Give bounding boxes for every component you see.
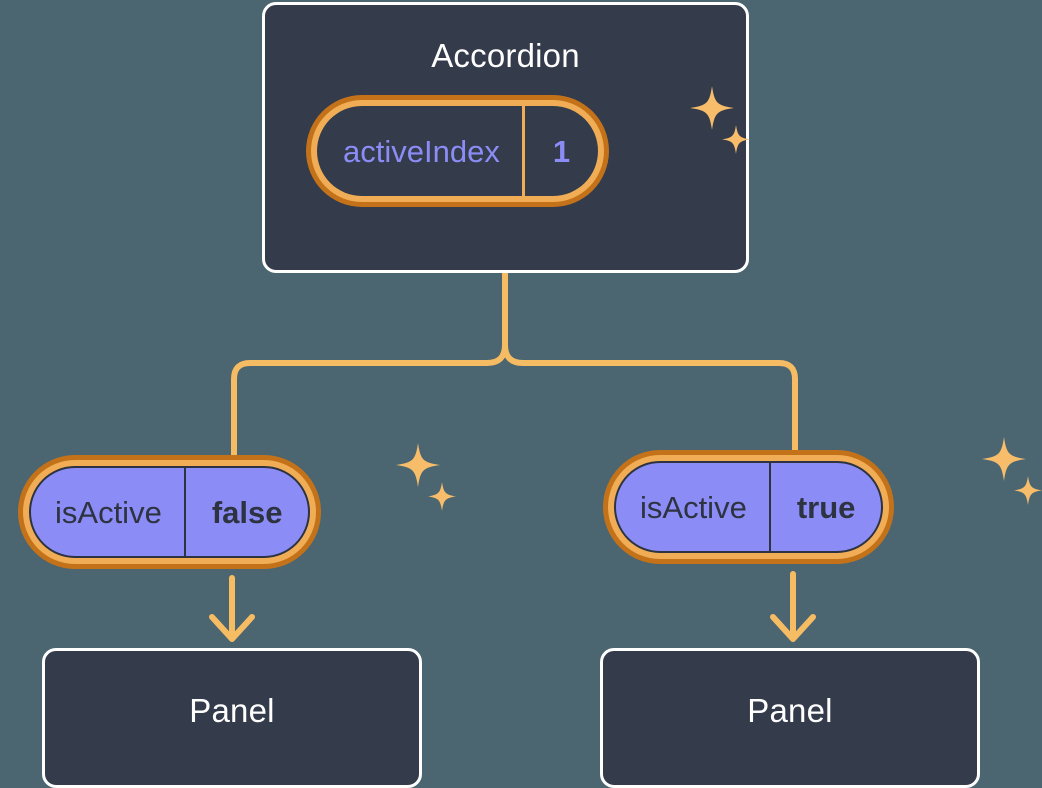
state-pill-is-active-true[interactable]: isActive true — [603, 450, 895, 564]
pill-body: activeIndex 1 — [317, 106, 599, 196]
sparkle-four-point-icon — [396, 443, 440, 487]
component-title: Panel — [747, 692, 833, 729]
pill-inner-ring: isActive false — [23, 460, 317, 564]
sparkle-group-right-pill — [978, 437, 1042, 518]
sparkle-four-point-small-icon — [1014, 476, 1042, 505]
pill-inner-ring: activeIndex 1 — [311, 100, 605, 202]
pill-outer-ring: activeIndex 1 — [306, 95, 610, 207]
sparkle-four-point-small-icon — [428, 482, 456, 511]
state-name: activeIndex — [343, 133, 500, 169]
connector-accordion-to-branches — [231, 270, 798, 458]
pill-outer-ring: isActive true — [603, 450, 895, 564]
diagram-canvas: Accordion activeIndex 1 isActive false — [18, 2, 1042, 788]
state-value: true — [768, 463, 882, 551]
pill-outer-ring: isActive false — [18, 455, 322, 569]
component-box-panel-right[interactable]: Panel — [600, 648, 980, 788]
state-name: isActive — [55, 494, 162, 530]
arrow-left-pill-to-panel — [209, 575, 255, 642]
component-box-panel-left[interactable]: Panel — [42, 648, 422, 788]
state-pill-active-index[interactable]: activeIndex 1 — [306, 95, 610, 207]
state-name: isActive — [640, 489, 747, 525]
state-value: 1 — [521, 106, 598, 196]
component-title: Accordion — [431, 37, 580, 74]
sparkle-four-point-icon — [982, 437, 1026, 481]
pill-body: isActive false — [29, 466, 311, 558]
sparkle-group-left-pill — [392, 443, 458, 524]
component-title: Panel — [189, 692, 275, 729]
state-pill-is-active-false[interactable]: isActive false — [18, 455, 322, 569]
state-value: false — [183, 468, 309, 556]
pill-inner-ring: isActive true — [608, 455, 890, 559]
pill-body: isActive true — [614, 461, 884, 553]
arrow-right-pill-to-panel — [770, 571, 816, 642]
